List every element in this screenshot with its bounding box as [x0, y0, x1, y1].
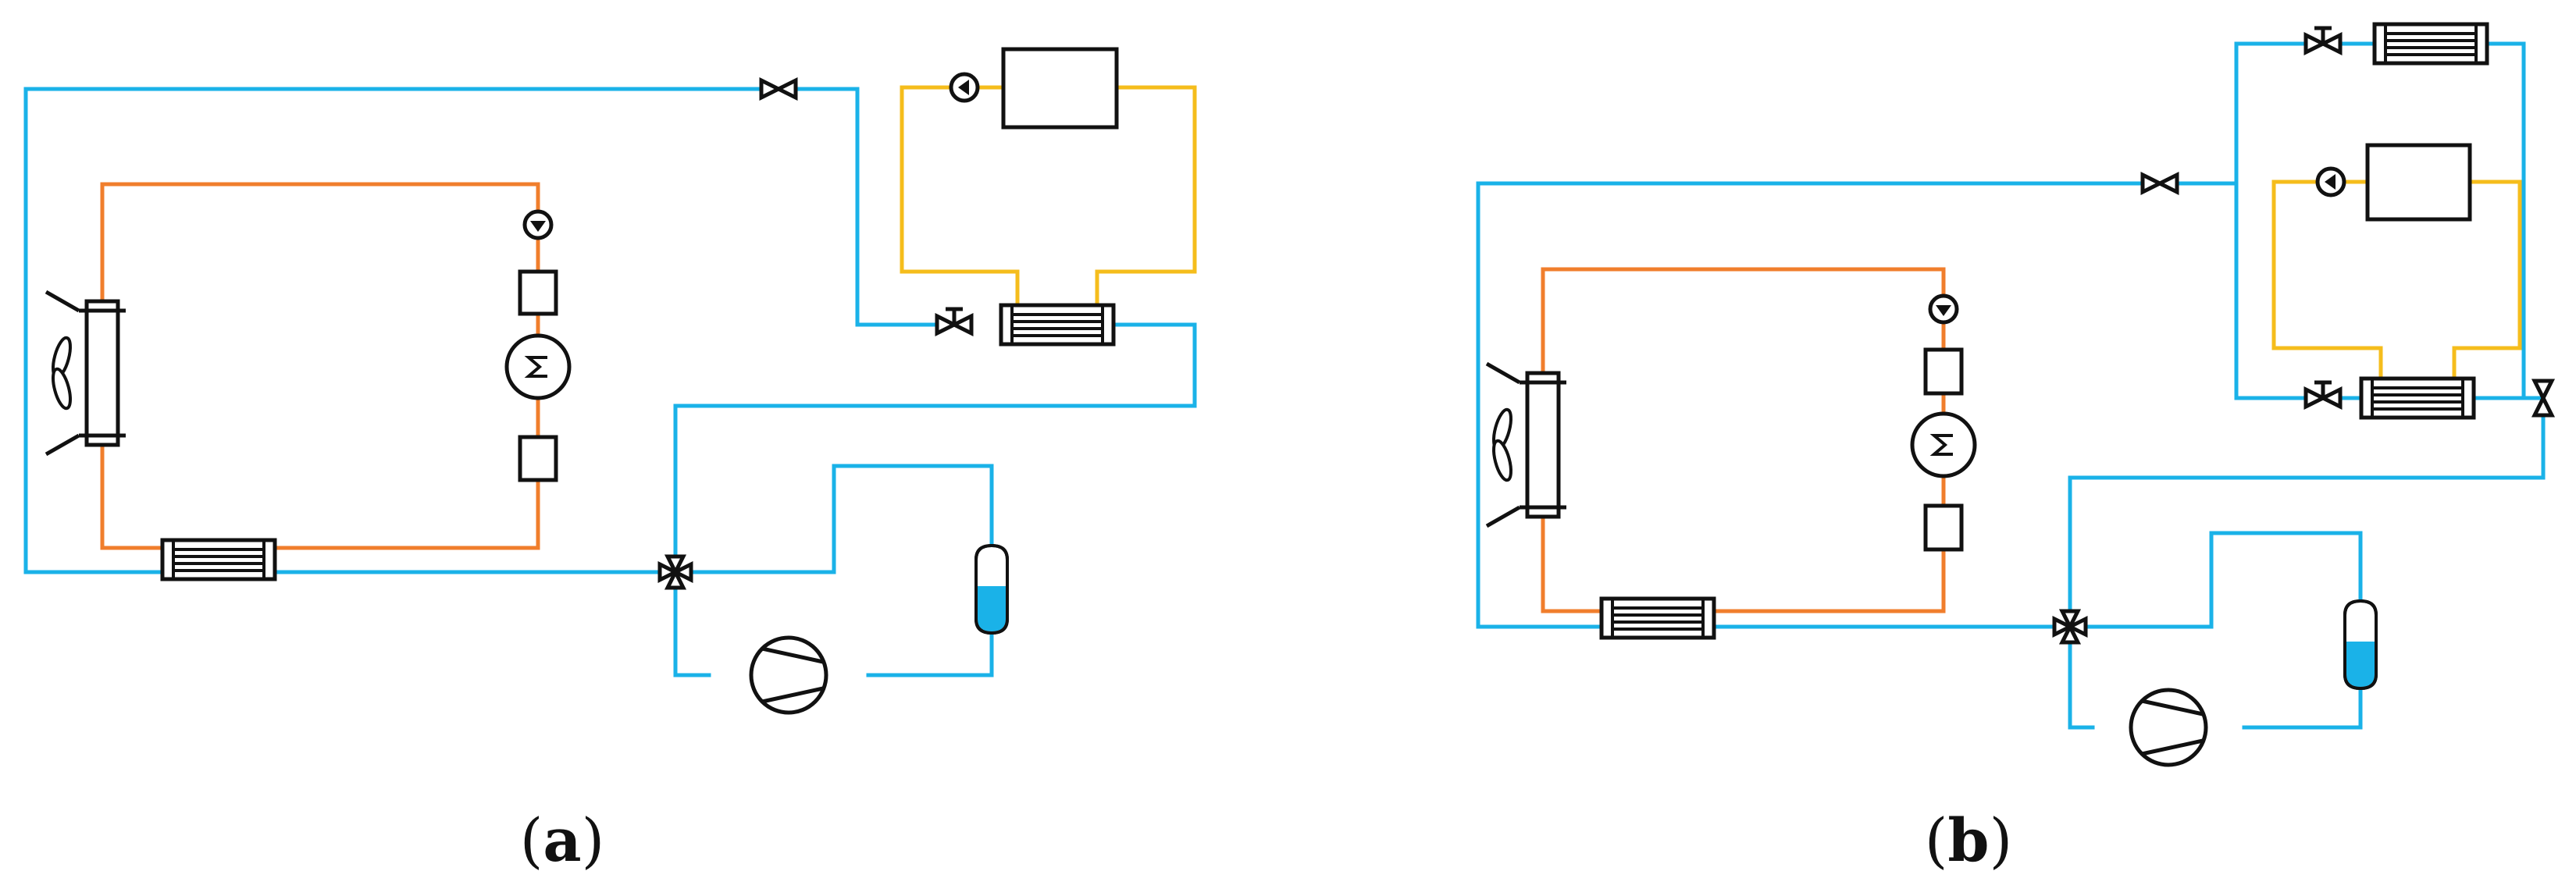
refrigerant-loop-a — [23, 87, 1197, 677]
pump-icon — [525, 212, 551, 238]
motor-icon — [1912, 414, 1975, 476]
shutoff-valve-icon — [761, 80, 796, 98]
motor-icon — [507, 336, 569, 398]
compressor-icon — [751, 638, 826, 713]
compressor-icon — [2131, 690, 2206, 765]
chiller-heat-exchanger-icon — [2361, 379, 2474, 418]
radiator-fan-icon — [46, 292, 126, 454]
battery-pack-icon — [2365, 143, 2472, 222]
four-way-valve-icon — [660, 556, 691, 588]
controller-box — [1923, 347, 1964, 396]
expansion-valve-icon — [2306, 28, 2340, 52]
caption-a: (a) — [520, 805, 605, 875]
expansion-valve-icon — [937, 309, 971, 333]
panel-a — [23, 47, 1197, 713]
evaporator-heat-exchanger-icon — [2375, 24, 2487, 63]
motor-coolant-loop-b — [1541, 267, 1946, 613]
radiator-fan-icon — [1487, 364, 1566, 526]
battery-pump-icon — [2318, 169, 2344, 195]
battery-coolant-loop-a — [900, 85, 1197, 308]
battery-pump-icon — [951, 74, 978, 101]
battery-pack-icon — [1001, 47, 1119, 130]
caption-b: (b) — [1925, 805, 2012, 875]
accumulator-icon — [2343, 599, 2378, 690]
battery-coolant-loop-b — [2271, 180, 2522, 385]
shutoff-valve-icon — [2143, 175, 2177, 192]
expansion-valve-icon — [2306, 382, 2340, 407]
inverter-box — [1923, 503, 1964, 552]
inverter-box — [518, 435, 558, 482]
panel-b — [1476, 24, 2552, 765]
plate-heat-exchanger-icon — [1602, 599, 1714, 638]
accumulator-icon — [974, 544, 1009, 635]
plate-heat-exchanger-icon — [162, 540, 275, 579]
controller-box — [518, 269, 558, 316]
pump-icon — [1930, 296, 1957, 322]
chiller-heat-exchanger-icon — [1001, 305, 1113, 344]
four-way-valve-icon — [2054, 611, 2086, 642]
motor-coolant-loop-a — [100, 182, 540, 550]
